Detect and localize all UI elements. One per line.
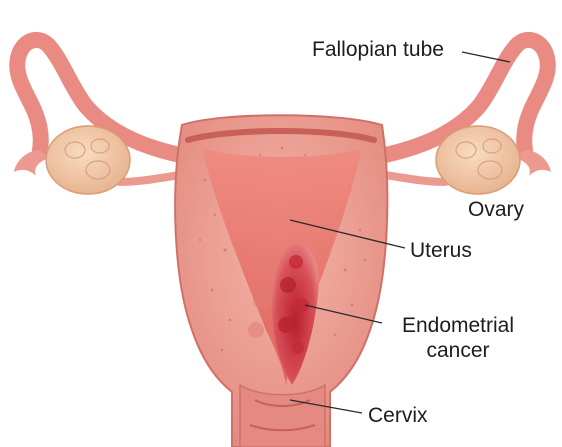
label-endometrial-line2: cancer	[388, 338, 528, 363]
right-ovarian-ligament	[385, 175, 445, 182]
left-ovary	[46, 126, 130, 194]
label-cervix: Cervix	[368, 403, 428, 428]
label-uterus: Uterus	[410, 238, 472, 263]
cervix	[240, 385, 325, 447]
label-ovary: Ovary	[468, 197, 524, 222]
label-fallopian-tube: Fallopian tube	[312, 37, 444, 62]
left-fimbriae	[14, 150, 50, 176]
label-endometrial-cancer: Endometrial cancer	[388, 313, 528, 363]
right-ovary	[436, 126, 520, 194]
label-endometrial-line1: Endometrial	[388, 313, 528, 338]
left-ovarian-ligament	[120, 175, 180, 182]
